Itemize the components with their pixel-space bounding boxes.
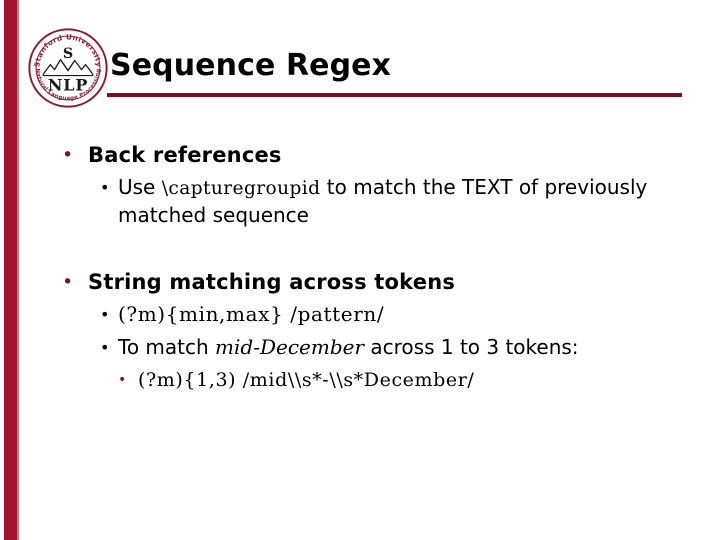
bullet-marker-level2: • [100,305,110,324]
title-underline-rule [107,93,682,97]
code-concrete-regex: (?m){1,3) /mid\\s*-\\s*December/ [138,369,475,391]
emphasis-mid-december: mid-December [215,335,365,359]
svg-text:S: S [63,46,73,62]
svg-text:NLP: NLP [48,76,88,95]
bullet-concrete-regex: • (?m){1,3) /mid\\s*-\\s*December/ [118,367,720,393]
code-pattern-template: (?m){min,max} /pattern/ [118,302,385,326]
left-accent-bar [4,0,17,540]
bullet-use-capturegroupid: • Use \capturegroupid to match the TEXT … [100,174,720,229]
slide-title: Sequence Regex [110,48,392,83]
bullet-marker-level2: • [100,338,110,357]
bullet-to-match-mid-december: • To match mid-December across 1 to 3 to… [100,334,720,361]
text-fragment-post: to match the TEXT of previously matched … [118,175,648,227]
text-fragment-post: across 1 to 3 tokens: [364,335,579,359]
bullet-label-string-matching: String matching across tokens [88,270,456,294]
bullet-label-back-references: Back references [88,143,282,167]
bullet-pattern-template: • (?m){min,max} /pattern/ [100,301,720,328]
bullet-text-to-match: To match mid-December across 1 to 3 toke… [118,334,579,361]
bullet-marker-level2: • [100,178,110,197]
bullet-marker-level1: • [62,144,74,166]
bullet-back-references: • Back references [62,142,720,168]
text-fragment-pre: To match [118,335,216,359]
slide-body: • Back references • Use \capturegroupid … [0,128,720,393]
bullet-string-matching-across-tokens: • String matching across tokens [62,269,720,295]
code-capturegroupid: \capturegroupid [161,178,321,199]
text-fragment-pre: Use [118,175,162,199]
bullet-marker-level1: • [62,271,74,293]
bullet-text-use-capturegroupid: Use \capturegroupid to match the TEXT of… [118,174,678,229]
left-accent-bar-edge [17,0,19,540]
stanford-nlp-logo: Stanford University Natural Language Pro… [26,26,110,110]
bullet-marker-level3: • [118,372,127,388]
